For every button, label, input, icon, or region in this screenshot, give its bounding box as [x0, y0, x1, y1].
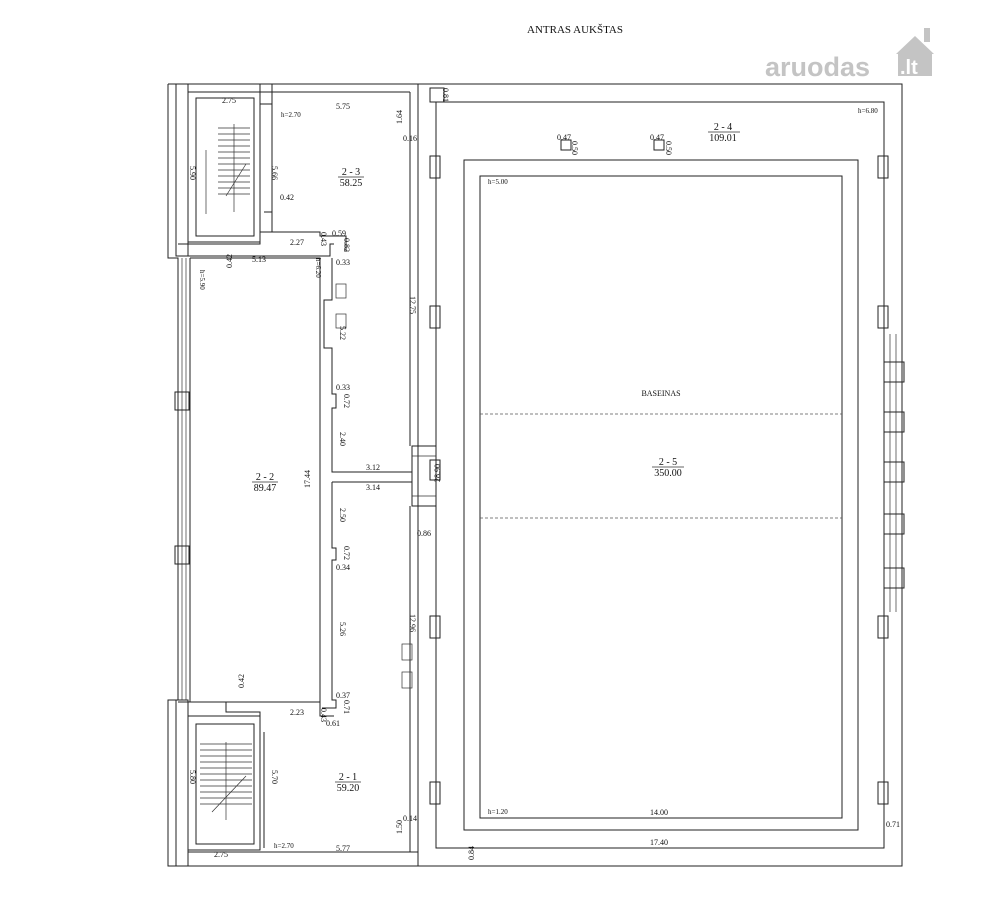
height-marks: h=2.70 h=6.80 h=5.00 h=5.90 h=6.20 h=1.2… [198, 107, 878, 850]
dimension-labels: 2.75 5.75 5.90 5.66 0.42 2.27 0.59 0.43 … [188, 88, 900, 860]
dimension: 0.72 [342, 546, 351, 560]
dimension: 0.86 [417, 529, 431, 538]
dimension: 0.82 [342, 238, 351, 252]
dimension: 0.33 [336, 383, 350, 392]
logo-tld-text: .lt [900, 57, 918, 79]
dimension: 0.34 [336, 563, 350, 572]
dimension: 0.81 [441, 88, 450, 102]
dimension: 0.14 [403, 814, 417, 823]
room-area: 350.00 [654, 468, 682, 479]
dimension: 28.90 [433, 464, 442, 482]
dimension: 2.50 [338, 508, 347, 522]
dimension: 5.26 [338, 622, 347, 636]
pool-label: BASEINAS [641, 389, 680, 398]
dimension: 0.72 [342, 394, 351, 408]
dimension: 0.47 [650, 133, 664, 142]
logo-brand-text: aruodas [765, 52, 870, 82]
dimension: 0.61 [326, 719, 340, 728]
height-mark: h=6.80 [858, 107, 878, 115]
dimension: 17.44 [303, 470, 312, 488]
room-area: 58.25 [340, 178, 363, 189]
height-mark: h=1.20 [488, 808, 508, 816]
dimension: 5.70 [270, 770, 279, 784]
height-mark: h=5.90 [198, 270, 206, 290]
aruodas-logo: aruodas .lt [765, 28, 934, 82]
dimension: 5.66 [270, 166, 279, 180]
room-id: 2 - 1 [339, 772, 357, 783]
dimension: 0.50 [570, 141, 579, 155]
height-mark: h=5.00 [488, 178, 508, 186]
dimension: 3.14 [366, 483, 380, 492]
dimension: 0.42 [225, 254, 234, 268]
height-mark: h=2.70 [281, 111, 301, 119]
dimension: 0.42 [237, 674, 246, 688]
room-area: 89.47 [254, 483, 277, 494]
room-id: 2 - 3 [342, 167, 360, 178]
dimension: 0.37 [336, 691, 350, 700]
dimension: 2.27 [290, 238, 304, 247]
dimension: 5.90 [188, 166, 197, 180]
page-title: ANTRAS AUKŠTAS [527, 24, 623, 36]
dimension: 5.77 [336, 844, 350, 853]
dimension: 0.71 [886, 820, 900, 829]
dimension: 17.40 [650, 838, 668, 847]
dimension: 12.96 [408, 614, 417, 632]
dimension: 2.23 [290, 708, 304, 717]
dimension: 5.80 [188, 770, 197, 784]
dimension: 0.47 [557, 133, 571, 142]
left-block-walls [167, 83, 419, 867]
room-id: 2 - 2 [256, 472, 274, 483]
dimension: 0.16 [403, 134, 417, 143]
dimension: 0.50 [664, 141, 673, 155]
dimension: 0.43 [319, 232, 328, 246]
dimension: 1.50 [395, 820, 404, 834]
dimension: 2.75 [214, 850, 228, 859]
dimension: 0.71 [342, 700, 351, 714]
dimension: 1.64 [395, 110, 404, 124]
dimension: 0.42 [280, 193, 294, 202]
height-mark: h=2.70 [274, 842, 294, 850]
dimension: 0.33 [336, 258, 350, 267]
dimension: 0.59 [332, 229, 346, 238]
dimension: 0.84 [467, 846, 476, 860]
dimension: 0.43 [319, 708, 328, 722]
room-id: 2 - 4 [714, 122, 732, 133]
dimension: 12.75 [408, 296, 417, 314]
room-id: 2 - 5 [659, 457, 677, 468]
height-mark: h=6.20 [314, 258, 322, 278]
house-icon [898, 52, 932, 76]
room-area: 59.20 [337, 783, 360, 794]
room-area: 109.01 [709, 133, 737, 144]
dimension: 5.75 [336, 102, 350, 111]
pool-hall-walls [411, 83, 905, 867]
dimension: 3.12 [366, 463, 380, 472]
dimension: 2.75 [222, 96, 236, 105]
dimension: 2.40 [338, 432, 347, 446]
dimension: 5.22 [338, 326, 347, 340]
dimension: 14.00 [650, 808, 668, 817]
dimension: 5.13 [252, 255, 266, 264]
room-labels: 2 - 3 58.25 2 - 2 89.47 2 - 1 59.20 2 - … [252, 122, 740, 794]
